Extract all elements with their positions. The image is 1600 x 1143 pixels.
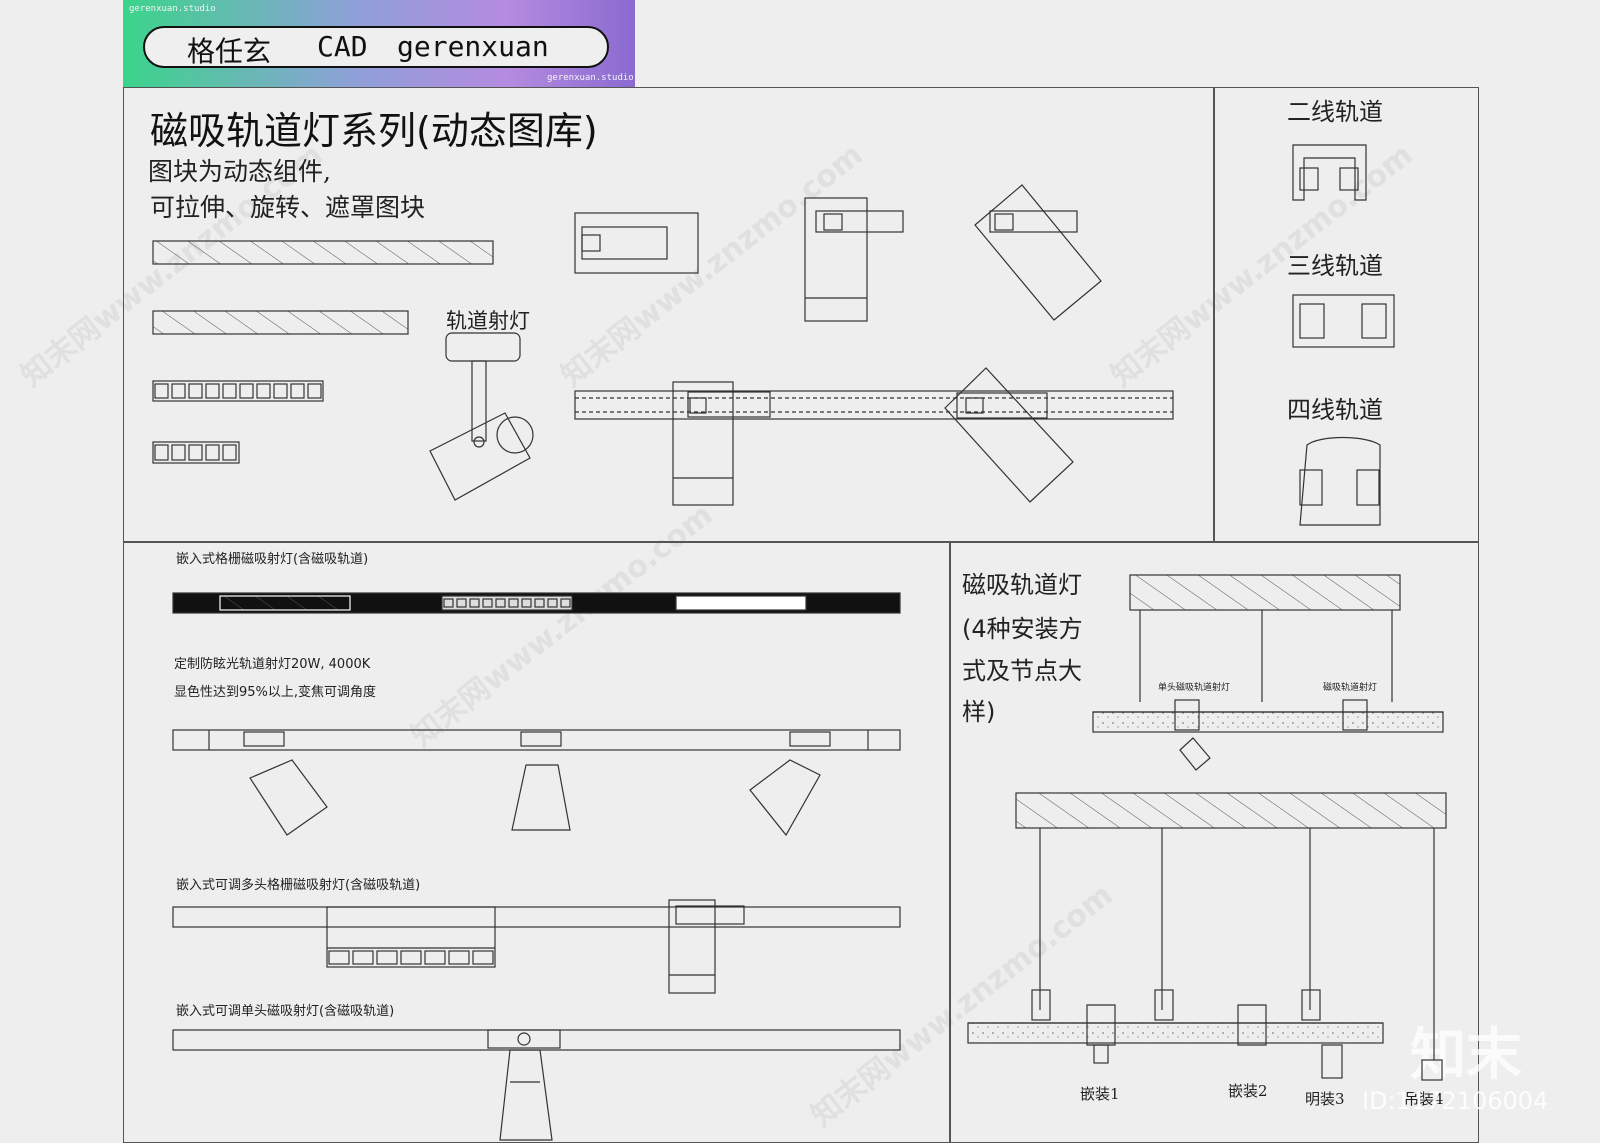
brand-cad: CAD	[317, 30, 368, 63]
grille-cell	[352, 950, 374, 965]
install-title-3: 式及节点大	[962, 657, 1082, 685]
grille-cell	[495, 598, 506, 608]
brand-latin: gerenxuan	[397, 30, 549, 63]
grille-cell	[443, 598, 454, 608]
grille-light-long	[152, 380, 324, 402]
multi-head-track	[172, 899, 901, 994]
anti-glare-track	[172, 729, 901, 837]
color-rendering-label: 显色性达到95%以上,变焦可调角度	[174, 685, 377, 700]
top-left-panel	[123, 87, 1215, 543]
four-wire-track-label: 四线轨道	[1287, 396, 1383, 424]
subtitle-line1: 图块为动态组件,	[148, 157, 331, 186]
grille-cell	[521, 598, 532, 608]
three-wire-track-label: 三线轨道	[1287, 252, 1383, 280]
grille-cell	[328, 950, 350, 965]
single-head-track	[172, 1029, 901, 1141]
grille-cell	[307, 383, 322, 399]
grille-cell	[154, 383, 169, 399]
grille-cell	[482, 598, 493, 608]
spot-plan-2	[804, 197, 904, 322]
track-plan	[574, 367, 1174, 506]
grille-cell	[472, 950, 494, 965]
image-id: ID:1172106004	[1362, 1087, 1549, 1115]
two-wire-track-label: 二线轨道	[1287, 98, 1383, 126]
two-wire-profile	[1292, 144, 1367, 201]
grille-cell	[400, 950, 422, 965]
grille-cell	[469, 598, 480, 608]
studio-tag-bottom: gerenxuan.studio	[547, 73, 634, 83]
spot-light-label: 轨道射灯	[446, 309, 530, 333]
grille-cell	[205, 444, 220, 461]
track-spot-drawing	[429, 332, 534, 501]
grille-cell	[456, 598, 467, 608]
single-head-label: 嵌入式可调单头磁吸射灯(含磁吸轨道)	[176, 1004, 395, 1019]
method-recessed-1: 嵌装1	[1080, 1085, 1120, 1103]
install-title-2: (4种安装方	[962, 615, 1083, 643]
grille-cell	[222, 383, 237, 399]
method-recessed-2: 嵌装2	[1228, 1082, 1268, 1100]
brand-banner: gerenxuan.studio 格任玄 CAD gerenxuan geren…	[123, 0, 635, 87]
grille-cell	[154, 444, 169, 461]
three-wire-profile	[1292, 294, 1395, 348]
install-section-top	[1092, 574, 1444, 771]
track-types-panel	[1213, 87, 1479, 543]
linear-light-mid	[152, 310, 409, 335]
recessed-grille-label: 嵌入式格栅磁吸射灯(含磁吸轨道)	[176, 552, 369, 567]
grille-cell	[239, 383, 254, 399]
grille-cell	[273, 383, 288, 399]
recessed-grille-strip	[172, 592, 901, 614]
grille-cell	[171, 383, 186, 399]
grille-cell	[547, 598, 558, 608]
track-spot-note: 磁吸轨道射灯	[1323, 683, 1378, 693]
grille-cell	[290, 383, 305, 399]
install-title-1: 磁吸轨道灯	[962, 571, 1082, 599]
spot-plan-1	[574, 212, 699, 274]
install-section-bottom	[967, 792, 1447, 1081]
spot-plan-3	[974, 184, 1102, 321]
subtitle-line2: 可拉伸、旋转、遮罩图块	[150, 193, 426, 222]
brand-pill: 格任玄 CAD gerenxuan	[143, 26, 609, 68]
method-surface-3: 明装3	[1305, 1090, 1345, 1108]
method-pendant-4: 吊装4	[1404, 1090, 1444, 1108]
grille-cell	[256, 383, 271, 399]
anti-glare-spec-label: 定制防眩光轨道射灯20W, 4000K	[174, 657, 371, 672]
brand-name: 格任玄	[187, 35, 272, 68]
grille-cell	[222, 444, 237, 461]
install-title-4: 样)	[962, 698, 996, 726]
grille-cell	[376, 950, 398, 965]
brand-watermark: 知末	[1410, 1023, 1522, 1088]
grille-cell	[534, 598, 545, 608]
grille-cell	[205, 383, 220, 399]
linear-light-long	[152, 240, 494, 265]
grille-cell	[448, 950, 470, 965]
grille-cell	[424, 950, 446, 965]
grille-cell	[188, 444, 203, 461]
grille-cell	[188, 383, 203, 399]
page-title: 磁吸轨道灯系列(动态图库)	[150, 109, 598, 153]
grille-light-short	[152, 441, 240, 464]
grille-cell	[560, 598, 571, 608]
studio-tag-top: gerenxuan.studio	[129, 4, 216, 14]
grille-cell	[508, 598, 519, 608]
multi-head-grille-label: 嵌入式可调多头格栅磁吸射灯(含磁吸轨道)	[176, 878, 421, 893]
four-wire-profile	[1299, 436, 1381, 526]
single-head-note: 单头磁吸轨道射灯	[1158, 683, 1231, 693]
grille-cell	[171, 444, 186, 461]
